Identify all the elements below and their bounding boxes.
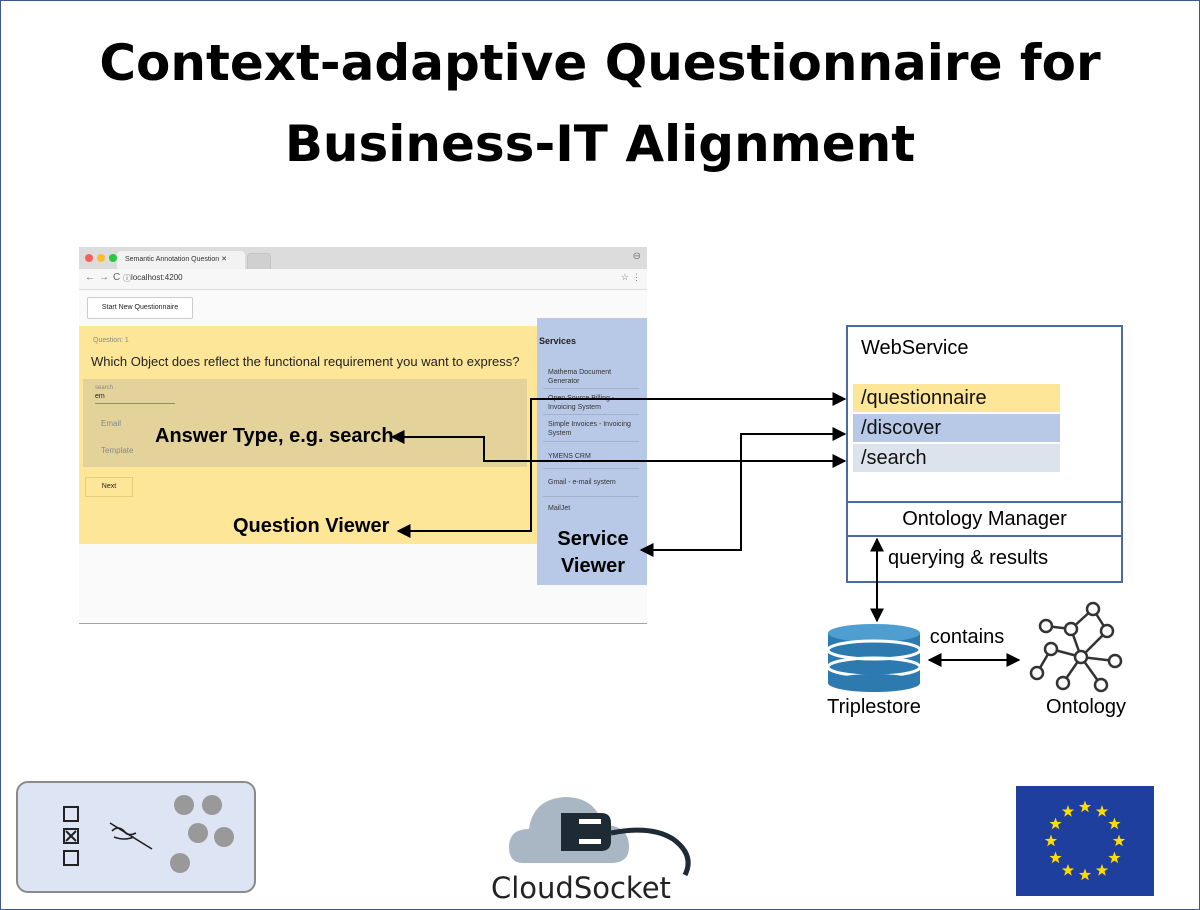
url-text[interactable]: localhost:4200 xyxy=(131,273,183,282)
search-input[interactable]: em xyxy=(95,393,175,404)
answer-type-box: search em Email Template xyxy=(83,379,527,467)
divider xyxy=(543,496,639,497)
search-label: search xyxy=(95,385,114,391)
ontology-manager-label: Ontology Manager xyxy=(902,508,1067,530)
slide-title-line1: Context-adaptive Questionnaire for xyxy=(99,34,1101,92)
browser-tab[interactable]: Semantic Annotation Question ✕ xyxy=(117,251,245,269)
eu-star-icon xyxy=(1078,800,1092,813)
endpoint-discover: /discover xyxy=(853,414,1060,442)
menu-icon[interactable]: ⋮ xyxy=(632,272,641,282)
service-item[interactable]: MailJet xyxy=(548,505,571,512)
endpoint-search: /search xyxy=(853,444,1060,472)
divider xyxy=(848,501,1121,503)
slide-title-line2: Business-IT Alignment xyxy=(284,115,916,173)
reload-icon[interactable]: C xyxy=(113,272,121,283)
eu-star-icon xyxy=(1108,817,1121,830)
eu-star-icon xyxy=(1044,834,1058,847)
next-button[interactable]: Next xyxy=(85,477,133,497)
eu-star-icon xyxy=(1049,817,1062,830)
service-item[interactable]: Simple Invoices - Invoicing System xyxy=(548,421,631,437)
triplestore-label: Triplestore xyxy=(827,696,921,718)
service-item[interactable]: Gmail - e-mail system xyxy=(548,479,616,486)
ontology-label: Ontology xyxy=(1046,696,1126,718)
bookmark-star-icon[interactable]: ☆ xyxy=(620,272,629,282)
divider xyxy=(543,414,639,415)
info-icon: ⓘ xyxy=(123,274,131,283)
answer-option-email[interactable]: Email xyxy=(101,419,122,428)
question-text: Which Object does reflect the functional… xyxy=(91,354,520,369)
endpoint-questionnaire: /questionnaire xyxy=(853,384,1060,412)
eu-star-icon xyxy=(1061,863,1075,876)
services-heading: Services xyxy=(539,336,577,346)
querying-results-label: querying & results xyxy=(888,547,1049,569)
eu-star-icon xyxy=(1108,851,1121,864)
address-bar: ← → C ⓘ localhost:4200 ☆ ⋮ xyxy=(79,269,647,290)
eu-star-icon xyxy=(1095,805,1109,817)
service-item[interactable]: YMENS CRM xyxy=(548,453,591,460)
answer-type-callout: Answer Type, e.g. search xyxy=(155,425,394,447)
ontology-graph-icon xyxy=(1029,601,1123,693)
eu-flag xyxy=(1016,786,1154,896)
eu-star-icon xyxy=(1112,834,1126,847)
contains-label: contains xyxy=(930,626,1005,648)
back-arrow-icon[interactable]: ← xyxy=(85,272,95,283)
maximize-window-dot-icon[interactable] xyxy=(109,254,117,262)
forward-arrow-icon[interactable]: → xyxy=(99,272,109,283)
service-item[interactable]: Mathema Document Generator xyxy=(548,369,612,385)
close-window-dot-icon[interactable] xyxy=(85,254,93,262)
discover-arrow xyxy=(639,427,847,557)
cloudsocket-logo-text: CloudSocket xyxy=(491,871,671,905)
eu-star-icon xyxy=(1061,805,1075,817)
question-viewer-callout: Question Viewer xyxy=(233,515,390,537)
divider xyxy=(848,535,1121,537)
start-new-questionnaire-button[interactable]: Start New Questionnaire xyxy=(87,297,193,319)
eu-stars-icon xyxy=(1044,800,1126,881)
divider xyxy=(543,468,639,469)
question-number: Question: 1 xyxy=(93,337,129,344)
webservice-title: WebService xyxy=(861,337,969,359)
minimize-window-dot-icon[interactable] xyxy=(97,254,105,262)
eu-star-icon xyxy=(1049,851,1062,864)
cloudsocket-cloud-icon xyxy=(509,797,691,877)
webservice-box: WebService /questionnaire /discover /sea… xyxy=(846,325,1123,583)
divider xyxy=(543,388,639,389)
questionnaire-logo-icon xyxy=(63,795,234,873)
eu-star-icon xyxy=(1078,868,1092,881)
profile-icon[interactable]: ⊖ xyxy=(632,251,641,262)
browser-tab-bar: Semantic Annotation Question ✕ ⊖ xyxy=(79,247,647,271)
triplestore-database-icon xyxy=(826,624,922,692)
eu-star-icon xyxy=(1095,863,1109,876)
answer-option-template[interactable]: Template xyxy=(101,446,134,455)
service-item[interactable]: Open Source Billing - Invoicing System xyxy=(548,395,615,411)
service-viewer-callout: Service Viewer xyxy=(557,528,629,577)
divider xyxy=(543,441,639,442)
questionnaire-app-logo xyxy=(16,781,256,893)
